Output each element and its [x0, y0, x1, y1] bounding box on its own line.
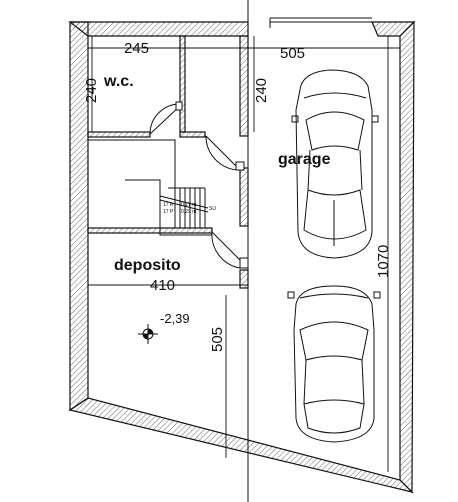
dim-wc-width: 245	[124, 40, 149, 57]
room-label-wc: w.c.	[103, 73, 134, 90]
room-label-garage: garage	[278, 151, 331, 168]
dim-garage-height: 240	[253, 78, 270, 103]
level-value: -2,39	[160, 311, 190, 326]
dimension-lines	[87, 36, 401, 472]
dim-wc-height: 240	[83, 78, 100, 103]
dim-total-length: 1070	[375, 245, 392, 278]
wc-door[interactable]	[149, 101, 183, 135]
staircase	[88, 139, 212, 236]
stair-steps-b: 17 P	[163, 209, 174, 215]
car-lower	[287, 285, 381, 443]
garage-door[interactable]	[205, 135, 245, 171]
stair-notes: 17 A 0,17 m 17 P 0,29 m SU	[163, 202, 216, 215]
dim-garage-width: 505	[280, 45, 305, 62]
car-upper	[291, 69, 379, 259]
stair-steps-a: 17 A	[163, 202, 174, 208]
room-label-deposito: deposito	[114, 257, 181, 274]
outer-walls	[68, 20, 416, 494]
stair-tread: 0,29 m	[181, 209, 196, 215]
dim-lower-depth: 505	[209, 327, 226, 352]
stair-rise: 0,17 m	[181, 202, 196, 208]
stair-direction: SU	[209, 206, 216, 212]
level-marker: -2,39	[138, 311, 190, 344]
garage-door-opening	[269, 17, 372, 28]
dimension-labels: 245 505 240 240 410 505 1070	[83, 40, 392, 352]
dim-deposito-width: 410	[150, 277, 175, 294]
room-labels: w.c. garage deposito	[103, 73, 331, 274]
deposito-door[interactable]	[211, 231, 249, 269]
